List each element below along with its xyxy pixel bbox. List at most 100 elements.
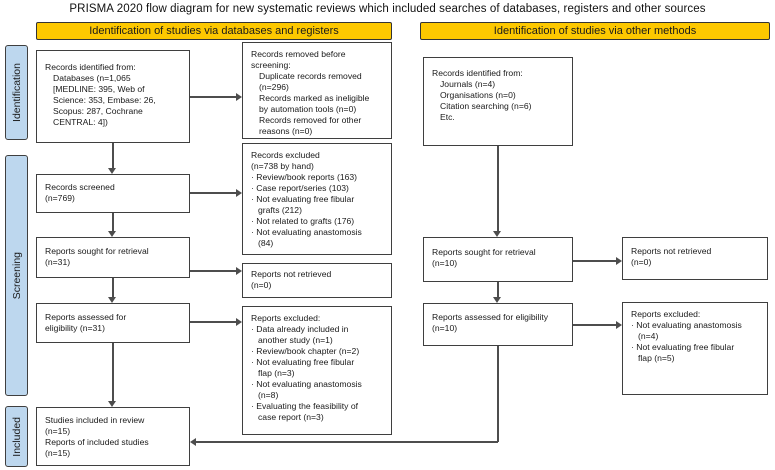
box-studies-included: Studies included in review (n=15) Report… bbox=[36, 407, 190, 466]
box-line: Journals (n=4) bbox=[440, 79, 496, 89]
box-line: Records excluded bbox=[251, 150, 320, 160]
stage-screening-label: Screening bbox=[10, 251, 23, 300]
box-line: (n=10) bbox=[432, 323, 458, 333]
box-records-identified-databases: Records identified from: Databases (n=1,… bbox=[36, 50, 190, 143]
box-line: (n=31) bbox=[45, 257, 71, 267]
arrow-down-icon bbox=[493, 231, 501, 237]
connector-sought-to-assessed bbox=[112, 278, 114, 298]
box-line: · Not evaluating free fibular bbox=[631, 342, 735, 352]
box-line: Records removed for other bbox=[259, 115, 362, 125]
box-reports-sought-other: Reports sought for retrieval (n=10) bbox=[423, 237, 573, 282]
box-line: · Not evaluating anastomosis bbox=[631, 320, 742, 330]
box-line: (n=738 by hand) bbox=[251, 161, 314, 171]
box-line: another study (n=1) bbox=[258, 335, 333, 345]
box-line: Reports excluded: bbox=[251, 313, 321, 323]
connector-assessed-other-to-excluded bbox=[573, 324, 617, 326]
box-line: eligibility (n=31) bbox=[45, 323, 105, 333]
arrow-left-icon bbox=[190, 438, 196, 446]
box-line: Reports not retrieved bbox=[631, 246, 712, 256]
connector-screened-to-excluded bbox=[190, 192, 237, 194]
box-records-removed: Records removed before screening: Duplic… bbox=[242, 42, 392, 139]
arrow-right-icon bbox=[616, 321, 622, 329]
box-line: Reports excluded: bbox=[631, 309, 701, 319]
box-line: (84) bbox=[258, 238, 274, 248]
box-line: Databases (n=1,065 bbox=[53, 73, 131, 83]
box-line: Reports of included studies bbox=[45, 437, 149, 447]
box-line: Duplicate records removed bbox=[259, 71, 362, 81]
box-line: Organisations (n=0) bbox=[440, 90, 516, 100]
box-reports-not-retrieved-other: Reports not retrieved (n=0) bbox=[622, 237, 768, 280]
arrow-down-icon bbox=[493, 297, 501, 303]
box-line: Science: 353, Embase: 26, bbox=[53, 95, 156, 105]
box-line: Reports sought for retrieval bbox=[432, 247, 536, 257]
box-line: · Evaluating the feasibility of bbox=[251, 401, 359, 411]
box-line: Records identified from: bbox=[432, 68, 523, 78]
box-records-screened: Records screened (n=769) bbox=[36, 174, 190, 213]
box-line: Etc. bbox=[440, 112, 455, 122]
box-line: · Case report/series (103) bbox=[251, 183, 349, 193]
box-line: [MEDLINE: 395, Web of bbox=[53, 84, 145, 94]
box-line: Reports assessed for eligibility bbox=[432, 312, 549, 322]
box-line: grafts (212) bbox=[258, 205, 302, 215]
stage-identification-label: Identification bbox=[10, 63, 23, 122]
box-line: (n=0) bbox=[631, 257, 652, 267]
box-line: · Review/book chapter (n=2) bbox=[251, 346, 360, 356]
box-line: flap (n=3) bbox=[258, 368, 295, 378]
box-line: by automation tools (n=0) bbox=[259, 104, 357, 114]
box-line: (n=4) bbox=[638, 331, 659, 341]
connector-identified-to-screened bbox=[112, 143, 114, 169]
box-line: CENTRAL: 4]) bbox=[53, 117, 108, 127]
box-line: (n=296) bbox=[259, 82, 289, 92]
arrow-down-icon bbox=[108, 168, 116, 174]
header-other-methods: Identification of studies via other meth… bbox=[420, 22, 770, 40]
connector-sought-other-to-assessed bbox=[497, 282, 499, 298]
box-line: Records marked as ineligible bbox=[259, 93, 370, 103]
box-line: Citation searching (n=6) bbox=[440, 101, 532, 111]
connector-screened-to-sought bbox=[112, 213, 114, 232]
connector-other-methods-to-included bbox=[196, 441, 498, 443]
connector-assessed-to-excluded bbox=[190, 321, 237, 323]
arrow-right-icon bbox=[236, 189, 242, 197]
box-records-excluded: Records excluded (n=738 by hand) · Revie… bbox=[242, 143, 392, 255]
box-reports-assessed-other: Reports assessed for eligibility (n=10) bbox=[423, 303, 573, 346]
stage-identification: Identification bbox=[5, 45, 28, 140]
connector-assessed-other-down bbox=[497, 346, 499, 442]
box-line: (n=769) bbox=[45, 193, 75, 203]
box-reports-not-retrieved-databases: Reports not retrieved (n=0) bbox=[242, 263, 392, 298]
arrow-down-icon bbox=[108, 297, 116, 303]
box-line: case report (n=3) bbox=[258, 412, 324, 422]
box-line: Reports not retrieved bbox=[251, 269, 332, 279]
box-line: Records removed before bbox=[251, 49, 346, 59]
arrow-right-icon bbox=[616, 257, 622, 265]
page-title: PRISMA 2020 flow diagram for new systema… bbox=[69, 3, 706, 15]
arrow-right-icon bbox=[236, 93, 242, 101]
box-line: Reports sought for retrieval bbox=[45, 246, 149, 256]
box-line: (n=10) bbox=[432, 258, 458, 268]
box-line: · Not related to grafts (176) bbox=[251, 216, 355, 226]
arrow-down-icon bbox=[108, 231, 116, 237]
header-databases-registers: Identification of studies via databases … bbox=[36, 22, 392, 40]
arrow-down-icon bbox=[108, 401, 116, 407]
box-reports-excluded-other: Reports excluded: · Not evaluating anast… bbox=[622, 302, 768, 395]
box-line: Scopus: 287, Cochrane bbox=[53, 106, 143, 116]
connector-identified-to-removed bbox=[190, 96, 237, 98]
box-line: · Not evaluating anastomosis bbox=[251, 379, 362, 389]
box-records-identified-other: Records identified from: Journals (n=4) … bbox=[423, 57, 573, 146]
box-line: screening: bbox=[251, 60, 291, 70]
box-line: · Review/book reports (163) bbox=[251, 172, 358, 182]
box-line: · Not evaluating free fibular bbox=[251, 194, 355, 204]
box-line: Reports assessed for bbox=[45, 312, 127, 322]
stage-included: Included bbox=[5, 406, 28, 467]
box-line: reasons (n=0) bbox=[259, 126, 313, 136]
box-line: (n=15) bbox=[45, 448, 71, 458]
box-line: Studies included in review bbox=[45, 415, 145, 425]
box-line: (n=15) bbox=[45, 426, 71, 436]
box-line: · Not evaluating free fibular bbox=[251, 357, 355, 367]
connector-sought-other-to-not-retrieved bbox=[573, 260, 617, 262]
box-line: flap (n=5) bbox=[638, 353, 675, 363]
box-reports-excluded-databases: Reports excluded: · Data already include… bbox=[242, 306, 392, 435]
box-line: (n=8) bbox=[258, 390, 279, 400]
box-reports-assessed-databases: Reports assessed for eligibility (n=31) bbox=[36, 303, 190, 343]
stage-included-label: Included bbox=[10, 416, 23, 457]
